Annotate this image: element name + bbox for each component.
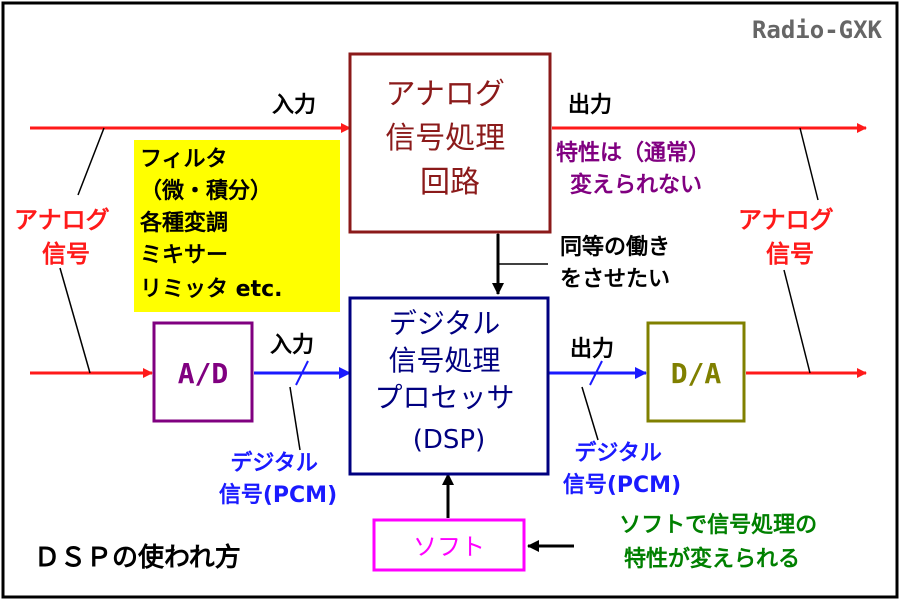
analog-processing-block — [348, 52, 552, 234]
output-bottom-label: 出力 — [570, 337, 614, 362]
yellow-item: リミッタ etc. — [140, 277, 283, 302]
bus-tick-right — [589, 360, 603, 386]
da-label: D/A — [671, 357, 722, 390]
analog-input-label: アナログ 信号 — [14, 206, 118, 268]
leader-line — [783, 269, 811, 374]
dsp-block-label: デジタル 信号処理 プロセッサ (DSP) — [375, 307, 524, 455]
ad-converter-block — [152, 321, 254, 423]
yellow-item: （微・積分） — [140, 178, 272, 204]
yellow-item: フィルタ — [140, 147, 228, 172]
leader-line — [289, 386, 301, 451]
input-top-label: 入力 — [272, 93, 316, 118]
digital-signal-left-label: デジタル 信号(PCM) — [219, 450, 337, 508]
software-note: ソフトで信号処理の 特性が変えられる — [619, 512, 825, 572]
leader-line — [799, 127, 819, 201]
yellow-item: 各種変調 — [139, 210, 228, 236]
fixed-characteristic-note: 特性は（通常） 変えられない — [556, 140, 718, 198]
leader-line — [77, 127, 105, 196]
diagram-title: ＤＳＰの使われ方 — [34, 542, 241, 573]
output-top-label: 出力 — [568, 93, 612, 118]
leader-line — [581, 386, 599, 441]
input-bottom-label: 入力 — [270, 333, 314, 358]
dsp-block — [348, 296, 550, 476]
ad-label: A/D — [178, 357, 229, 390]
brand-label: Radio-GXK — [752, 16, 883, 44]
analog-output-label: アナログ 信号 — [738, 206, 842, 268]
yellow-highlight — [134, 140, 340, 312]
soft-block — [372, 518, 526, 572]
soft-label: ソフト — [413, 533, 485, 561]
yellow-item: ミキサー — [140, 243, 228, 268]
bus-tick-left — [295, 360, 309, 386]
digital-signal-right-label: デジタル 信号(PCM) — [563, 440, 681, 498]
leader-line — [59, 267, 91, 374]
same-function-note: 同等の働き をさせたい — [560, 234, 678, 292]
da-converter-block — [646, 321, 746, 423]
analog-block-label: アナログ 信号処理 回路 — [385, 77, 515, 200]
yellow-list: フィルタ （微・積分） 各種変調 ミキサー リミッタ etc. — [139, 147, 283, 302]
